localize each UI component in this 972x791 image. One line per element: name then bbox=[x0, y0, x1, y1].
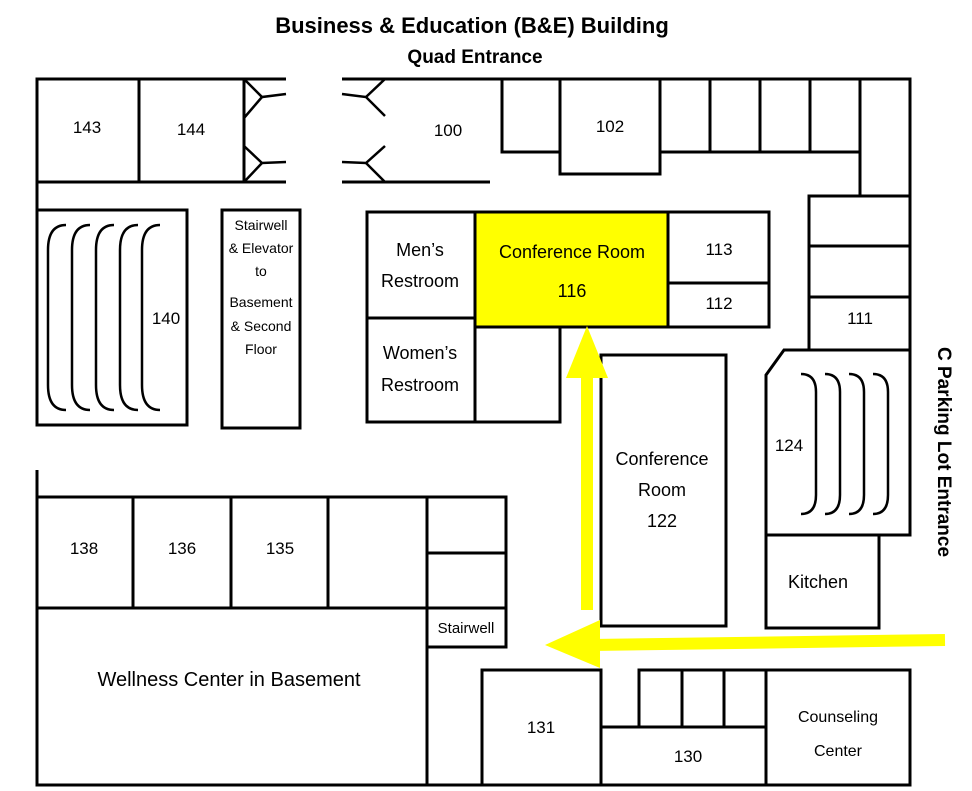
room-135-label: 135 bbox=[266, 539, 294, 558]
conf122-line-2: Room bbox=[638, 480, 686, 500]
room-113-label: 113 bbox=[705, 240, 732, 259]
top-right-offices bbox=[500, 79, 910, 198]
room-138[interactable]: 138 bbox=[35, 495, 135, 610]
unlabeled-rooms-block bbox=[326, 495, 508, 610]
room-130[interactable]: 130 bbox=[601, 668, 768, 785]
kitchen-label: Kitchen bbox=[788, 572, 848, 592]
quad-entrance-label: Quad Entrance bbox=[407, 47, 542, 68]
mens-line-1: Men’s bbox=[396, 240, 444, 260]
room-124-label: 124 bbox=[775, 436, 803, 455]
stair-line-5: & Second bbox=[231, 318, 292, 334]
conf116-line-2: 116 bbox=[558, 281, 587, 301]
counseling-line-2: Center bbox=[814, 743, 863, 760]
room-143-label: 143 bbox=[73, 118, 101, 137]
room-100[interactable]: 100 bbox=[341, 78, 462, 183]
mens-line-2: Restroom bbox=[381, 271, 459, 291]
room-131[interactable]: 131 bbox=[480, 668, 603, 787]
room-112-label: 112 bbox=[705, 294, 732, 313]
kitchen[interactable]: Kitchen bbox=[764, 533, 881, 630]
conf122-line-1: Conference bbox=[615, 449, 708, 469]
stairwell-label: Stairwell bbox=[438, 620, 495, 637]
womens-line-2: Restroom bbox=[381, 375, 459, 395]
room-102-label: 102 bbox=[596, 117, 624, 136]
building-title: Business & Education (B&E) Building bbox=[275, 13, 669, 38]
route-arrow-left-head bbox=[545, 620, 600, 668]
stair-line-1: Stairwell bbox=[235, 217, 288, 233]
mens-restroom[interactable]: Men’s Restroom bbox=[365, 210, 477, 320]
wellness-label: Wellness Center in Basement bbox=[97, 669, 361, 691]
room-112[interactable]: 112 bbox=[666, 281, 771, 329]
stair-line-4: Basement bbox=[229, 294, 292, 310]
room-135[interactable]: 135 bbox=[229, 495, 330, 610]
room-144-label: 144 bbox=[177, 120, 205, 139]
conference-room-122[interactable]: Conference Room 122 bbox=[599, 353, 728, 628]
conference-room-116[interactable]: Conference Room 116 bbox=[473, 210, 670, 329]
storage-room bbox=[475, 325, 562, 424]
womens-line-1: Women’s bbox=[383, 343, 457, 363]
conference-room-116-highlight bbox=[473, 210, 670, 329]
room-111-label: 111 bbox=[847, 309, 873, 328]
stairwell-elevator[interactable]: Stairwell & Elevator to Basement & Secon… bbox=[220, 208, 302, 430]
route-arrow-up-head bbox=[566, 326, 608, 378]
room-131-label: 131 bbox=[527, 718, 555, 737]
route-arrows bbox=[545, 326, 946, 668]
route-horizontal-segment bbox=[589, 634, 946, 651]
room-136-label: 136 bbox=[168, 539, 196, 558]
room-140-label: 140 bbox=[152, 309, 180, 328]
room-111[interactable]: 111 bbox=[807, 194, 910, 352]
conf116-line-1: Conference Room bbox=[499, 242, 645, 262]
stairwell-small[interactable]: Stairwell bbox=[425, 606, 508, 649]
room-143[interactable]: 143 bbox=[35, 77, 141, 184]
room-113[interactable]: 113 bbox=[666, 210, 771, 285]
room-144[interactable]: 144 bbox=[139, 77, 287, 184]
conf122-line-3: 122 bbox=[647, 511, 677, 531]
womens-restroom[interactable]: Women’s Restroom bbox=[365, 316, 477, 424]
wellness-center[interactable]: Wellness Center in Basement bbox=[37, 606, 429, 785]
stair-line-2: & Elevator bbox=[229, 240, 294, 256]
counseling-line-1: Counseling bbox=[798, 709, 878, 726]
stair-line-3: to bbox=[255, 263, 267, 279]
parking-entrance-label: C Parking Lot Entrance bbox=[933, 347, 954, 557]
room-140[interactable]: 140 bbox=[35, 208, 189, 427]
room-136[interactable]: 136 bbox=[131, 495, 233, 610]
counseling-center[interactable]: Counseling Center bbox=[764, 668, 912, 787]
room-130-label: 130 bbox=[674, 747, 702, 766]
stair-line-6: Floor bbox=[245, 341, 277, 357]
room-100-label: 100 bbox=[434, 121, 462, 140]
room-124[interactable]: 124 bbox=[764, 348, 912, 537]
room-138-label: 138 bbox=[70, 539, 98, 558]
